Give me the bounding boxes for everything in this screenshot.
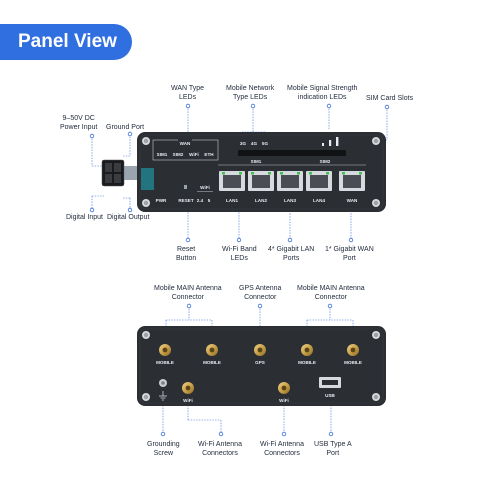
mobile3-label: MOBILE [298,360,316,365]
sim1-led-label: SIM1 [157,152,168,157]
wan-port[interactable] [339,171,365,191]
sim2-led-label: SIM2 [173,152,184,157]
sim2-slot-label: SIM2 [320,159,331,164]
pwr-label: PWR [156,198,167,203]
mobile-antenna-connector-2[interactable] [206,344,218,356]
band-24-label: 2.4 [197,198,204,203]
wifi-led-label: WiFi [189,152,199,157]
ground-port-callout: Ground Port [106,124,145,131]
mobile-antenna-connector-3[interactable] [301,344,313,356]
page-title: Panel View [0,24,132,60]
digital-output-callout: Digital Output [107,214,150,221]
wifi-antenna-connector-2[interactable] [278,382,290,394]
wifi-label: WiFi [200,185,210,190]
band-5-label: 5 [208,198,211,203]
mobile2-label: MOBILE [203,360,221,365]
mobile4-label: MOBILE [344,360,362,365]
ground-symbol-icon [159,391,167,401]
net-5g-label: 5G [262,141,269,146]
gps-label: GPS [255,360,265,365]
reset-button[interactable] [184,185,187,189]
reset-label: RESET [178,198,194,203]
lan4-label: LAN4 [313,198,325,203]
wifi1-label: WiFi [183,398,193,403]
net-3g-label: 3G [240,141,247,146]
net-4g-label: 4G [251,141,258,146]
digital-input-callout: Digital Input [66,214,103,221]
sim1-slot-label: SIM1 [251,159,262,164]
wan-port-label: WAN [347,198,358,203]
sim-slots-callout: SIM Card Slots [366,95,414,102]
lan1-port[interactable] [219,171,245,191]
gps-antenna-connector[interactable] [254,344,266,356]
power-terminal-block [101,159,137,187]
eth-led-label: ETH [204,152,214,157]
mobile1-label: MOBILE [156,360,174,365]
status-indicator [141,168,154,190]
router-rear-panel [137,326,386,406]
grounding-screw[interactable] [159,379,167,387]
lan2-label: LAN2 [255,198,267,203]
sim-slot-bar [238,150,346,156]
wan-label: WAN [180,141,191,146]
mobile-antenna-connector-4[interactable] [347,344,359,356]
wifi2-label: WiFi [279,398,289,403]
usb-label: USB [325,393,335,398]
lan3-port[interactable] [277,171,303,191]
lan3-label: LAN3 [284,198,296,203]
wifi-antenna-connector-1[interactable] [182,382,194,394]
mobile-antenna-connector-1[interactable] [159,344,171,356]
lan2-port[interactable] [248,171,274,191]
lan4-port[interactable] [306,171,332,191]
signal-strength-leds [322,137,339,146]
lan1-label: LAN1 [226,198,238,203]
usb-port[interactable] [319,377,341,388]
